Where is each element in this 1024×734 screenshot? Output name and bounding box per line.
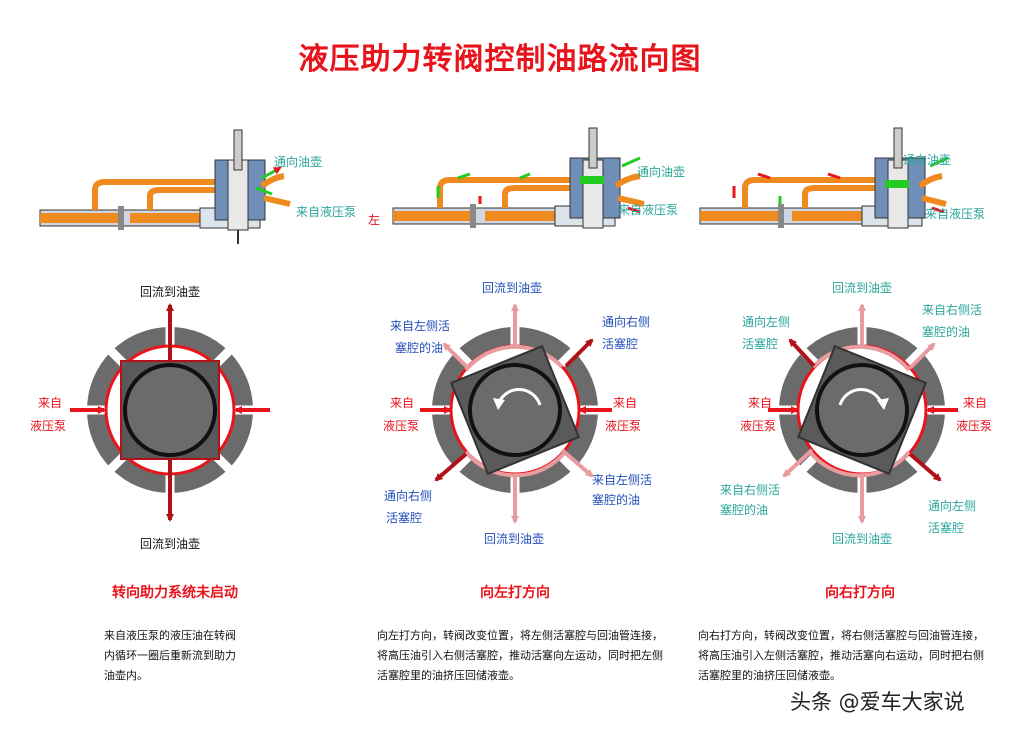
rotary-valve-right [768,303,958,524]
left-marker: 左 [368,212,380,227]
watermark: 头条 @爱车大家说 [790,690,965,714]
p3-ul-label-1: 通向左侧 [742,314,790,329]
to-tank-label-3: 通向油壶 [903,152,951,167]
p3-right-label-1: 来自 [963,396,987,410]
from-pump-label-2: 来自液压泵 [618,202,678,217]
to-tank-label-1: 通向油壶 [274,154,322,169]
desc-neutral: 来自液压泵的液压油在转阀 内循环一圈后重新流到助力 油壶内。 [104,629,236,682]
caption-left: 向左打方向 [480,585,550,601]
p3-bottom-label: 回流到油壶 [832,531,892,546]
caption-right: 向右打方向 [825,585,895,601]
p1-bottom-label: 回流到油壶 [140,536,200,551]
p3-lr-label-1: 通向左侧 [928,498,976,513]
p1-top-label: 回流到油壶 [140,284,200,299]
p3-right-label-2: 液压泵 [956,418,992,433]
p2-left-label-1: 来自 [390,396,414,410]
steering-gear-left [392,127,645,229]
p3-top-label: 回流到油壶 [832,280,892,295]
p3-ll-label-1: 来自右侧活 [720,482,780,497]
p2-lr-label-1: 来自左侧活 [592,472,652,487]
p3-left-label-2: 液压泵 [740,418,776,433]
rotary-valve-left [420,303,612,524]
p3-ur-label-1: 来自右侧活 [922,302,982,317]
p2-bottom-label: 回流到油壶 [484,531,544,546]
p2-ur-label-2: 活塞腔 [602,336,638,351]
p3-ll-label-2: 塞腔的油 [720,502,768,517]
p3-ur-label-2: 塞腔的油 [922,324,970,339]
to-tank-label-2: 通向油壶 [637,164,685,179]
p1-left-label-1: 来自 [38,396,62,410]
p2-right-label-1: 来自 [613,396,637,410]
p3-ul-label-2: 活塞腔 [742,336,778,351]
p2-ll-label-1: 通向右侧 [384,488,432,503]
caption-neutral: 转向助力系统未启动 [112,585,238,601]
p3-left-label-1: 来自 [748,396,772,410]
p2-lr-label-2: 塞腔的油 [592,492,640,507]
p2-right-label-2: 液压泵 [605,418,641,433]
from-pump-label-3: 来自液压泵 [925,206,985,221]
desc-left: 向左打方向，转阀改变位置，将左侧活塞腔与回油管连接， 将高压油引入右侧活塞腔，推… [377,629,663,682]
p1-left-label-2: 液压泵 [30,418,66,433]
p2-ul-label-1: 来自左侧活 [390,318,450,333]
p2-top-label: 回流到油壶 [482,280,542,295]
steering-gear-right [699,127,949,229]
page-title: 液压助力转阀控制油路流向图 [298,42,702,77]
p2-ur-label-1: 通向右侧 [602,314,650,329]
p3-lr-label-2: 活塞腔 [928,520,964,535]
p2-left-label-2: 液压泵 [383,418,419,433]
p2-ul-label-2: 塞腔的油 [395,340,443,355]
rotary-valve-neutral [70,303,270,522]
desc-right: 向右打方向，转阀改变位置，将右侧活塞腔与回油管连接， 将高压油引入左侧活塞腔，推… [698,629,984,682]
steering-gear-neutral [39,129,291,244]
p2-ll-label-2: 活塞腔 [386,510,422,525]
from-pump-label-1: 来自液压泵 [296,204,356,219]
